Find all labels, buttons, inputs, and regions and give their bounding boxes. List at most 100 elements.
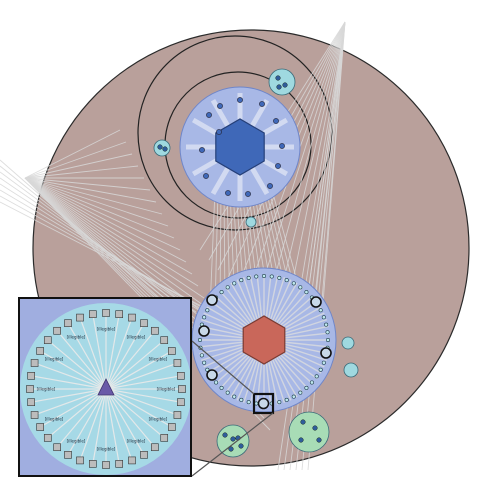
member-node[interactable] — [245, 191, 251, 197]
member-node[interactable] — [291, 394, 296, 399]
inset-member-node[interactable] — [30, 411, 39, 419]
inset-member-node[interactable] — [43, 434, 52, 442]
member-node[interactable] — [198, 325, 210, 337]
inset-member-node[interactable] — [151, 326, 159, 335]
satellite-node[interactable] — [230, 436, 236, 442]
inset-member-node[interactable] — [64, 451, 72, 459]
member-node[interactable] — [298, 390, 303, 395]
member-node[interactable] — [254, 274, 259, 279]
zoom-inset-panel[interactable]: [illegible][illegible][illegible][illegi… — [18, 297, 192, 477]
member-node[interactable] — [205, 308, 210, 313]
member-node[interactable] — [246, 275, 251, 280]
member-node[interactable] — [232, 281, 237, 286]
inset-member-node[interactable] — [102, 461, 110, 469]
satellite-node[interactable] — [300, 419, 306, 425]
member-node[interactable] — [199, 147, 205, 153]
inset-hub-triangle-icon[interactable] — [97, 378, 115, 396]
member-node[interactable] — [314, 374, 319, 379]
member-node[interactable] — [198, 337, 203, 342]
member-node[interactable] — [217, 103, 223, 109]
member-node[interactable] — [279, 143, 285, 149]
inset-member-node[interactable] — [140, 451, 148, 459]
member-node[interactable] — [269, 274, 274, 279]
inset-member-node[interactable] — [128, 313, 136, 322]
satellite-group[interactable] — [245, 216, 257, 228]
inset-member-node[interactable] — [89, 310, 97, 318]
member-node[interactable] — [318, 367, 323, 372]
member-node[interactable] — [267, 183, 273, 189]
satellite-group[interactable] — [341, 336, 355, 350]
satellite-node[interactable] — [222, 432, 228, 438]
inset-member-node[interactable] — [27, 372, 35, 380]
member-node[interactable] — [325, 330, 330, 335]
satellite-node[interactable] — [238, 443, 244, 449]
inset-member-node[interactable] — [53, 443, 61, 452]
inset-member-node[interactable] — [76, 313, 84, 322]
inset-member-node[interactable] — [173, 359, 182, 367]
satellite-node[interactable] — [228, 446, 234, 452]
inset-member-node[interactable] — [128, 456, 136, 465]
member-node[interactable] — [325, 337, 330, 342]
member-node[interactable] — [246, 400, 251, 405]
satellite-node[interactable] — [316, 437, 322, 443]
inset-member-node[interactable] — [160, 336, 169, 344]
member-node[interactable] — [321, 360, 326, 365]
member-node[interactable] — [225, 285, 230, 290]
member-node[interactable] — [284, 397, 289, 402]
inset-member-node[interactable] — [168, 423, 176, 431]
member-node[interactable] — [206, 294, 218, 306]
satellite-node[interactable] — [275, 75, 281, 81]
inset-member-node[interactable] — [173, 411, 182, 419]
member-node[interactable] — [324, 322, 329, 327]
inset-member-node[interactable] — [168, 347, 176, 355]
inset-member-node[interactable] — [177, 398, 185, 406]
inset-member-node[interactable] — [115, 460, 123, 468]
top-hub-hexagon-icon[interactable] — [215, 118, 265, 176]
satellite-node[interactable] — [298, 437, 304, 443]
satellite-node[interactable] — [312, 425, 318, 431]
inset-member-node[interactable] — [89, 460, 97, 468]
satellite-node[interactable] — [276, 84, 282, 90]
member-node[interactable] — [298, 285, 303, 290]
inset-member-node[interactable] — [177, 372, 185, 380]
inset-member-node[interactable] — [178, 385, 186, 393]
member-node[interactable] — [216, 129, 222, 135]
inset-member-node[interactable] — [102, 309, 110, 317]
member-node[interactable] — [239, 397, 244, 402]
member-node[interactable] — [277, 275, 282, 280]
member-node[interactable] — [304, 290, 309, 295]
inset-member-node[interactable] — [36, 423, 44, 431]
member-node[interactable] — [321, 315, 326, 320]
bottom-hub-hexagon-icon[interactable] — [242, 315, 286, 365]
member-node[interactable] — [219, 290, 224, 295]
inset-member-node[interactable] — [30, 359, 39, 367]
member-node[interactable] — [273, 118, 279, 124]
satellite-node[interactable] — [162, 146, 168, 152]
selection-square-marker-icon[interactable] — [252, 392, 275, 415]
inset-member-node[interactable] — [27, 398, 35, 406]
member-node[interactable] — [206, 112, 212, 118]
member-node[interactable] — [239, 278, 244, 283]
member-node[interactable] — [291, 281, 296, 286]
selected-node[interactable] — [257, 397, 270, 410]
member-node[interactable] — [202, 360, 207, 365]
member-node[interactable] — [309, 380, 314, 385]
inset-member-node[interactable] — [64, 319, 72, 327]
member-node[interactable] — [277, 400, 282, 405]
member-node[interactable] — [320, 347, 332, 359]
member-node[interactable] — [219, 385, 224, 390]
member-node[interactable] — [232, 394, 237, 399]
inset-member-node[interactable] — [115, 310, 123, 318]
member-node[interactable] — [214, 380, 219, 385]
inset-member-node[interactable] — [140, 319, 148, 327]
member-node[interactable] — [259, 101, 265, 107]
inset-member-node[interactable] — [76, 456, 84, 465]
inset-member-node[interactable] — [26, 385, 34, 393]
member-node[interactable] — [261, 273, 266, 278]
inset-member-node[interactable] — [36, 347, 44, 355]
member-node[interactable] — [284, 278, 289, 283]
member-node[interactable] — [206, 369, 218, 381]
member-node[interactable] — [225, 390, 230, 395]
inset-member-node[interactable] — [53, 326, 61, 335]
satellite-node[interactable] — [282, 82, 288, 88]
